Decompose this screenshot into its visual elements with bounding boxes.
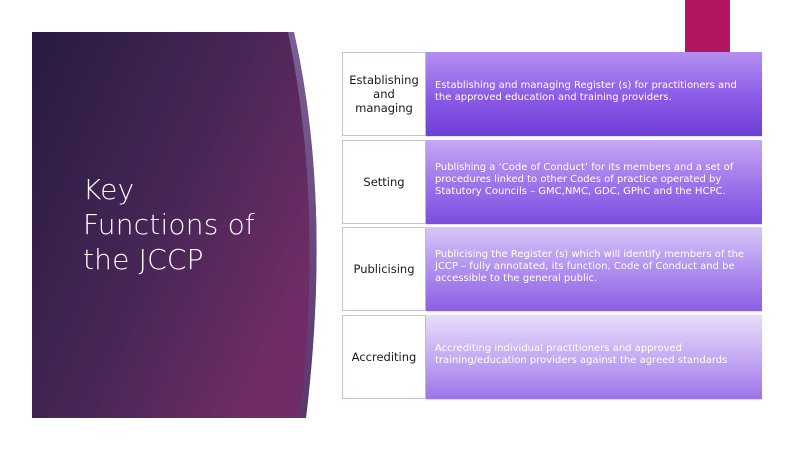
function-row: Accrediting Accrediting individual pract…	[342, 315, 762, 399]
function-description: Publicising the Register (s) which will …	[426, 227, 762, 311]
function-row: Setting Publishing a ‘Code of Conduct’ f…	[342, 140, 762, 224]
function-row: Establishing and managing Establishing a…	[342, 52, 762, 136]
function-description: Accrediting individual practitioners and…	[426, 315, 762, 399]
function-label: Accrediting	[342, 315, 426, 399]
title-panel-background	[32, 32, 317, 418]
function-description-text: Publicising the Register (s) which will …	[435, 249, 744, 284]
function-description: Publishing a ‘Code of Conduct’ for its m…	[426, 140, 762, 224]
function-description: Establishing and managing Register (s) f…	[426, 52, 762, 136]
function-description-text: Establishing and managing Register (s) f…	[435, 80, 737, 103]
accent-tab	[685, 0, 730, 52]
function-label: Establishing and managing	[342, 52, 426, 136]
function-row: Publicising Publicising the Register (s)…	[342, 227, 762, 311]
title-panel	[32, 32, 332, 418]
function-description-text: Accrediting individual practitioners and…	[435, 343, 728, 366]
function-description-text: Publishing a ‘Code of Conduct’ for its m…	[435, 162, 734, 197]
function-label: Setting	[342, 140, 426, 224]
slide-title: Key Functions of the JCCP	[83, 173, 255, 276]
function-label: Publicising	[342, 227, 426, 311]
